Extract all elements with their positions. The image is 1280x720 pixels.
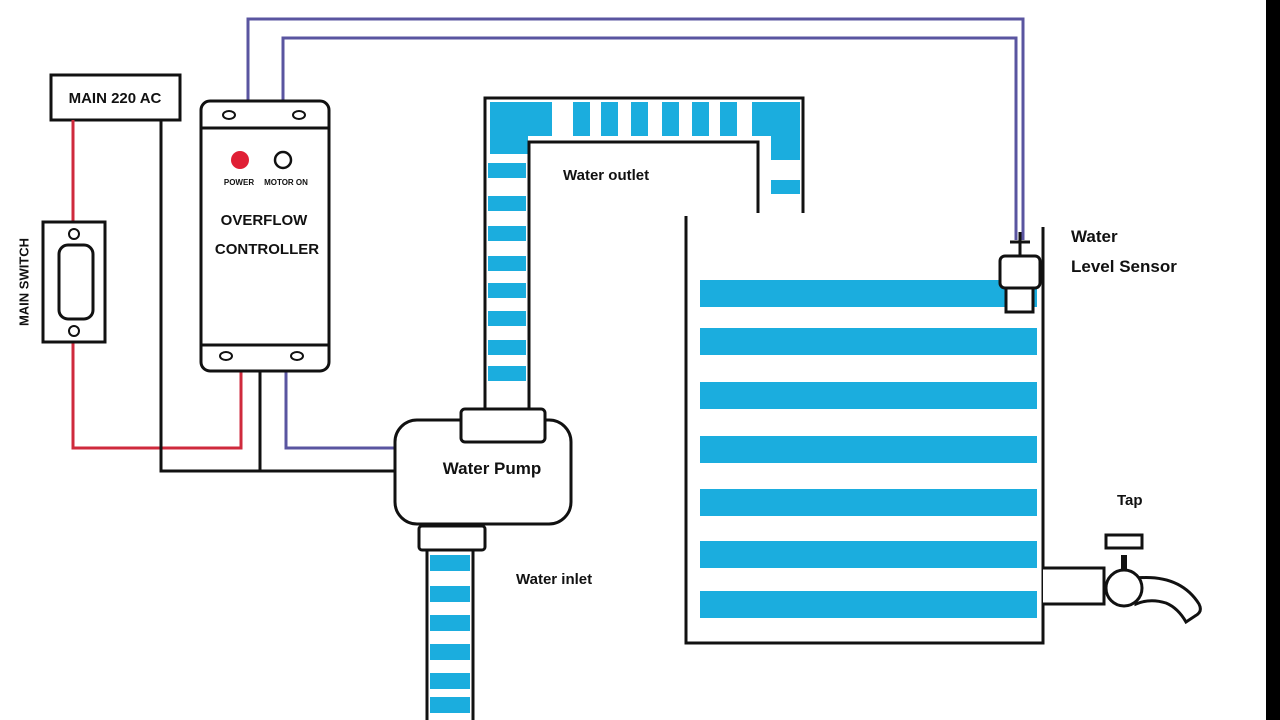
tap-icon: Tap <box>1043 492 1202 625</box>
outlet-water-stripe <box>488 226 526 241</box>
inlet-water-stripe <box>430 586 470 602</box>
power-led-icon <box>231 151 249 169</box>
water-inlet-label: Water inlet <box>516 571 592 588</box>
inlet-water-stripe <box>430 644 470 660</box>
mount-hole <box>219 351 233 361</box>
outlet-water-corner <box>771 102 800 160</box>
outlet-water-stripe <box>662 102 679 136</box>
tank-water-band <box>700 489 1037 516</box>
water-pump: Water Pump <box>393 407 573 552</box>
mount-hole <box>290 351 304 361</box>
outlet-water-stripe <box>488 340 526 355</box>
outlet-water-stripe <box>771 180 800 194</box>
tank-water-band <box>700 436 1037 463</box>
tank-water-band <box>700 382 1037 409</box>
pump-signal-wire <box>284 345 400 450</box>
inlet-water-stripe <box>430 673 470 689</box>
inlet-water-stripe <box>430 555 470 571</box>
inlet-pipe-water <box>430 555 470 713</box>
main-supply-box: MAIN 220 AC <box>49 73 182 122</box>
outlet-pipe-water <box>488 102 800 381</box>
sensor-label-line2: Level Sensor <box>1071 257 1177 276</box>
tank-water-band <box>700 280 1037 307</box>
main-switch-rocker <box>57 243 95 321</box>
outlet-pipe: Water outlet <box>483 96 805 410</box>
water-pump-label: Water Pump <box>443 459 542 478</box>
sensor-signal-wires <box>246 17 1025 240</box>
water-level-sensor: Water Level Sensor <box>998 227 1177 314</box>
outlet-water-stripe <box>631 102 648 136</box>
main-switch-screw <box>68 228 80 240</box>
main-supply-label: MAIN 220 AC <box>69 90 162 107</box>
water-tank <box>684 216 1045 645</box>
water-outlet-label: Water outlet <box>563 167 649 184</box>
outlet-water-stripe <box>488 311 526 326</box>
outlet-water-stripe <box>692 102 709 136</box>
live-wire <box>71 120 243 450</box>
main-switch: MAIN SWITCH <box>16 220 107 344</box>
outlet-water-corner <box>490 102 528 154</box>
outlet-water-stripe <box>488 283 526 298</box>
mount-hole <box>292 110 306 120</box>
controller-label-line1: OVERFLOW <box>221 212 309 229</box>
tank-water-band <box>700 328 1037 355</box>
mount-hole <box>222 110 236 120</box>
overflow-controller: POWER MOTOR ON OVERFLOW CONTROLLER <box>199 99 331 373</box>
outlet-water-stripe <box>488 196 526 211</box>
inlet-water-stripe <box>430 615 470 631</box>
right-edge-strip <box>1266 0 1280 720</box>
outlet-water-stripe <box>601 102 618 136</box>
power-indicator-label: POWER <box>224 178 254 187</box>
motor-indicator-label: MOTOR ON <box>264 178 308 187</box>
tank-water <box>700 280 1037 618</box>
main-switch-label: MAIN SWITCH <box>16 238 31 326</box>
pump-inlet-flange <box>417 524 487 552</box>
outlet-water-stripe <box>573 102 590 136</box>
inlet-pipe: Water inlet <box>425 549 592 720</box>
outlet-water-stripe <box>488 256 526 271</box>
tap-label: Tap <box>1117 492 1143 509</box>
tank-water-band <box>700 591 1037 618</box>
main-switch-screw <box>68 325 80 337</box>
sensor-label-line1: Water <box>1071 227 1118 246</box>
pump-outlet-flange <box>459 407 547 444</box>
outlet-water-stripe <box>488 366 526 381</box>
tank-water-band <box>700 541 1037 568</box>
motor-led-icon <box>273 150 293 170</box>
inlet-water-stripe <box>430 697 470 713</box>
outlet-water-stripe <box>720 102 737 136</box>
controller-label-line2: CONTROLLER <box>215 241 319 258</box>
outlet-water-stripe <box>488 163 526 178</box>
